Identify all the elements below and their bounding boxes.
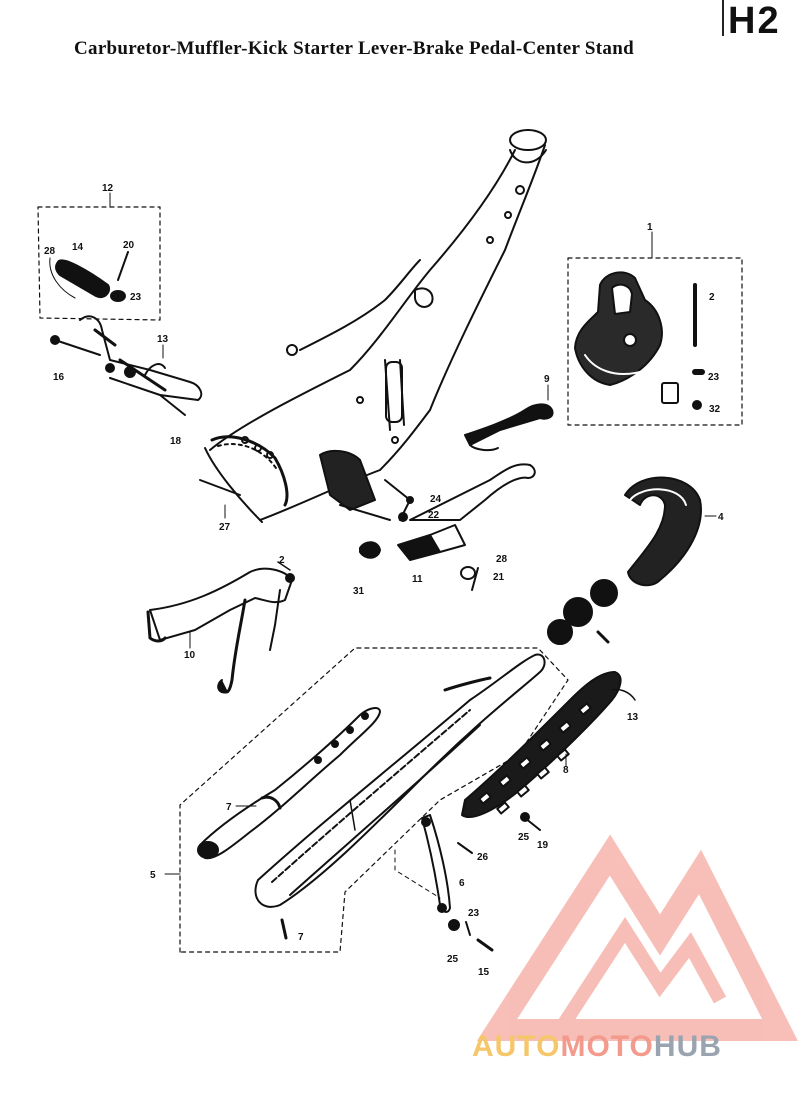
callout-5: 5	[150, 870, 156, 881]
callout-10: 10	[184, 650, 196, 661]
callout-9: 9	[544, 374, 550, 385]
group-1-box	[567, 257, 743, 426]
brand-part-hub: HUB	[653, 1030, 722, 1063]
callout-18: 18	[170, 436, 182, 447]
part-22-nut	[398, 512, 408, 522]
callout-28b: 28	[496, 554, 508, 565]
part-ring	[590, 579, 618, 607]
part-7-silencer	[197, 707, 381, 860]
part-11-bracket	[397, 524, 466, 561]
page-code-rule	[722, 0, 724, 36]
part-26-bolt	[457, 842, 473, 854]
callout-8: 8	[563, 765, 569, 776]
part-31-nut	[359, 541, 381, 559]
part-13-kick-lever	[79, 315, 203, 401]
part-24-nut	[406, 496, 414, 504]
callout-31: 31	[353, 586, 365, 597]
callout-23b: 23	[708, 372, 720, 383]
part-float	[661, 382, 679, 404]
part-9-brake-pedal	[464, 403, 554, 452]
callout-11: 11	[412, 574, 423, 585]
callout-24: 24	[430, 494, 442, 505]
callout-7b: 7	[298, 932, 304, 943]
group-12-box	[37, 206, 161, 321]
watermark-logo	[476, 834, 798, 1041]
callout-14: 14	[72, 242, 84, 253]
part-8-heat-shield	[461, 671, 622, 818]
callout-13b: 13	[627, 712, 639, 723]
part-20-bolt	[117, 251, 129, 281]
watermark-brand: AUTOMOTOHUB	[472, 1030, 722, 1064]
part-7-bolt	[280, 918, 288, 940]
callout-13a: 13	[157, 334, 169, 345]
part-16-bolt	[54, 339, 101, 356]
callout-2b: 2	[279, 555, 285, 566]
callout-1: 1	[647, 222, 653, 233]
callout-15: 15	[478, 967, 490, 978]
brand-part-moto: MOTO	[560, 1030, 654, 1063]
part-28-washer	[460, 566, 476, 580]
page-title: Carburetor-Muffler-Kick Starter Lever-Br…	[74, 38, 634, 59]
callout-27: 27	[219, 522, 231, 533]
callout-2: 2	[709, 292, 715, 303]
callout-28a: 28	[44, 246, 56, 257]
part-ring	[563, 597, 593, 627]
group-5-box	[179, 647, 569, 953]
part-10-center-stand	[146, 567, 295, 694]
part-32-jet	[692, 400, 702, 410]
callout-12: 12	[102, 183, 114, 194]
callout-25a: 25	[518, 832, 530, 843]
part-rod	[409, 463, 536, 521]
part-14-kick-rubber	[54, 259, 110, 298]
part-2-bolt	[277, 561, 291, 571]
callout-16: 16	[53, 372, 65, 383]
callout-6: 6	[459, 878, 465, 889]
callout-26: 26	[477, 852, 489, 863]
callout-32: 32	[709, 404, 721, 415]
part-15-bolt	[476, 938, 494, 952]
page-code: H2	[728, 0, 781, 42]
brand-part-auto: AUTO	[472, 1030, 561, 1063]
part-25-nut-b	[448, 919, 460, 931]
callout-23a: 23	[130, 292, 142, 303]
frame-part	[204, 129, 547, 523]
part-muffler-body	[254, 653, 546, 908]
part-1-carburetor	[574, 271, 663, 386]
part-27-bolt	[199, 479, 241, 496]
callout-7a: 7	[226, 802, 232, 813]
callout-23c: 23	[468, 908, 480, 919]
part-23-washer	[110, 290, 126, 302]
callout-20: 20	[123, 240, 135, 251]
part-23-washer-b	[465, 921, 471, 936]
part-6-muffler-stay	[421, 814, 451, 913]
part-4-exhaust-pipe	[624, 476, 702, 587]
callout-19: 19	[537, 840, 549, 851]
part-18-bolt	[159, 394, 186, 416]
part-21-bolt	[471, 567, 479, 591]
callout-21: 21	[493, 572, 505, 583]
callout-22: 22	[428, 510, 440, 521]
part-25-nut	[520, 812, 530, 822]
part-ring	[547, 619, 573, 645]
callout-4: 4	[718, 512, 724, 523]
callout-25b: 25	[447, 954, 459, 965]
